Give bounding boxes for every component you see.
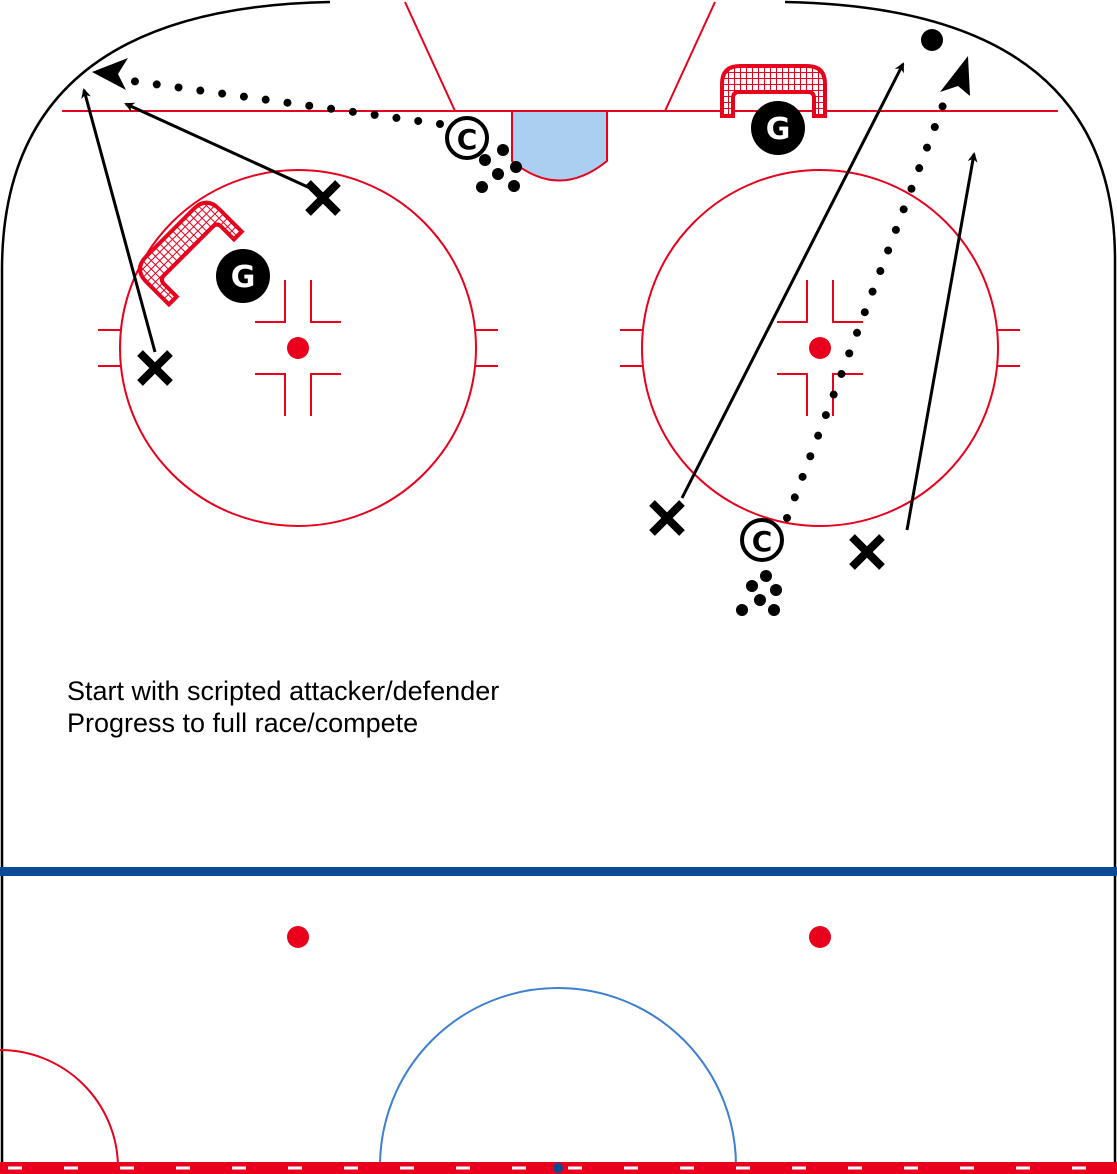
arrowhead-icon — [92, 58, 128, 90]
faceoff-dot — [287, 337, 309, 359]
faceoff-circle-right — [620, 169, 1020, 527]
puck-pile — [476, 144, 782, 616]
drill-note: Progress to full race/compete — [67, 708, 419, 738]
goalie-marker: G — [751, 101, 805, 155]
coach-label: C — [457, 123, 478, 156]
attacker-x-icon — [652, 503, 682, 533]
pass-path — [783, 96, 949, 522]
skate-path — [81, 88, 157, 353]
attacker-x-icon — [852, 537, 882, 567]
goalie-label: G — [766, 112, 791, 147]
coach-marker: C — [445, 116, 489, 160]
drill-note: Start with scripted attacker/defender — [67, 676, 500, 706]
neutral-dot — [287, 926, 309, 948]
goal-crease — [511, 110, 608, 182]
skate-path — [905, 152, 978, 531]
skate-paths — [81, 62, 978, 531]
faceoff-dot — [809, 337, 831, 359]
skate-path — [680, 62, 905, 499]
goalie-label: G — [231, 260, 256, 295]
goal-line — [62, 1, 1058, 112]
neutral-dot — [809, 926, 831, 948]
attacker-x-icon — [140, 353, 170, 383]
coach-marker: C — [740, 518, 784, 562]
arrowhead-icon — [940, 56, 970, 96]
center-circle — [379, 987, 737, 1167]
blue-line — [0, 867, 1117, 876]
faceoff-circle-left — [98, 169, 498, 527]
pass-path — [121, 76, 444, 128]
skate-path — [124, 102, 311, 190]
attacker-x-icon — [308, 183, 338, 213]
corner-arc — [0, 1049, 119, 1167]
coach-label: C — [752, 525, 773, 558]
puck — [921, 29, 943, 51]
pass-paths — [121, 76, 949, 522]
goalie-marker: G — [216, 249, 270, 303]
